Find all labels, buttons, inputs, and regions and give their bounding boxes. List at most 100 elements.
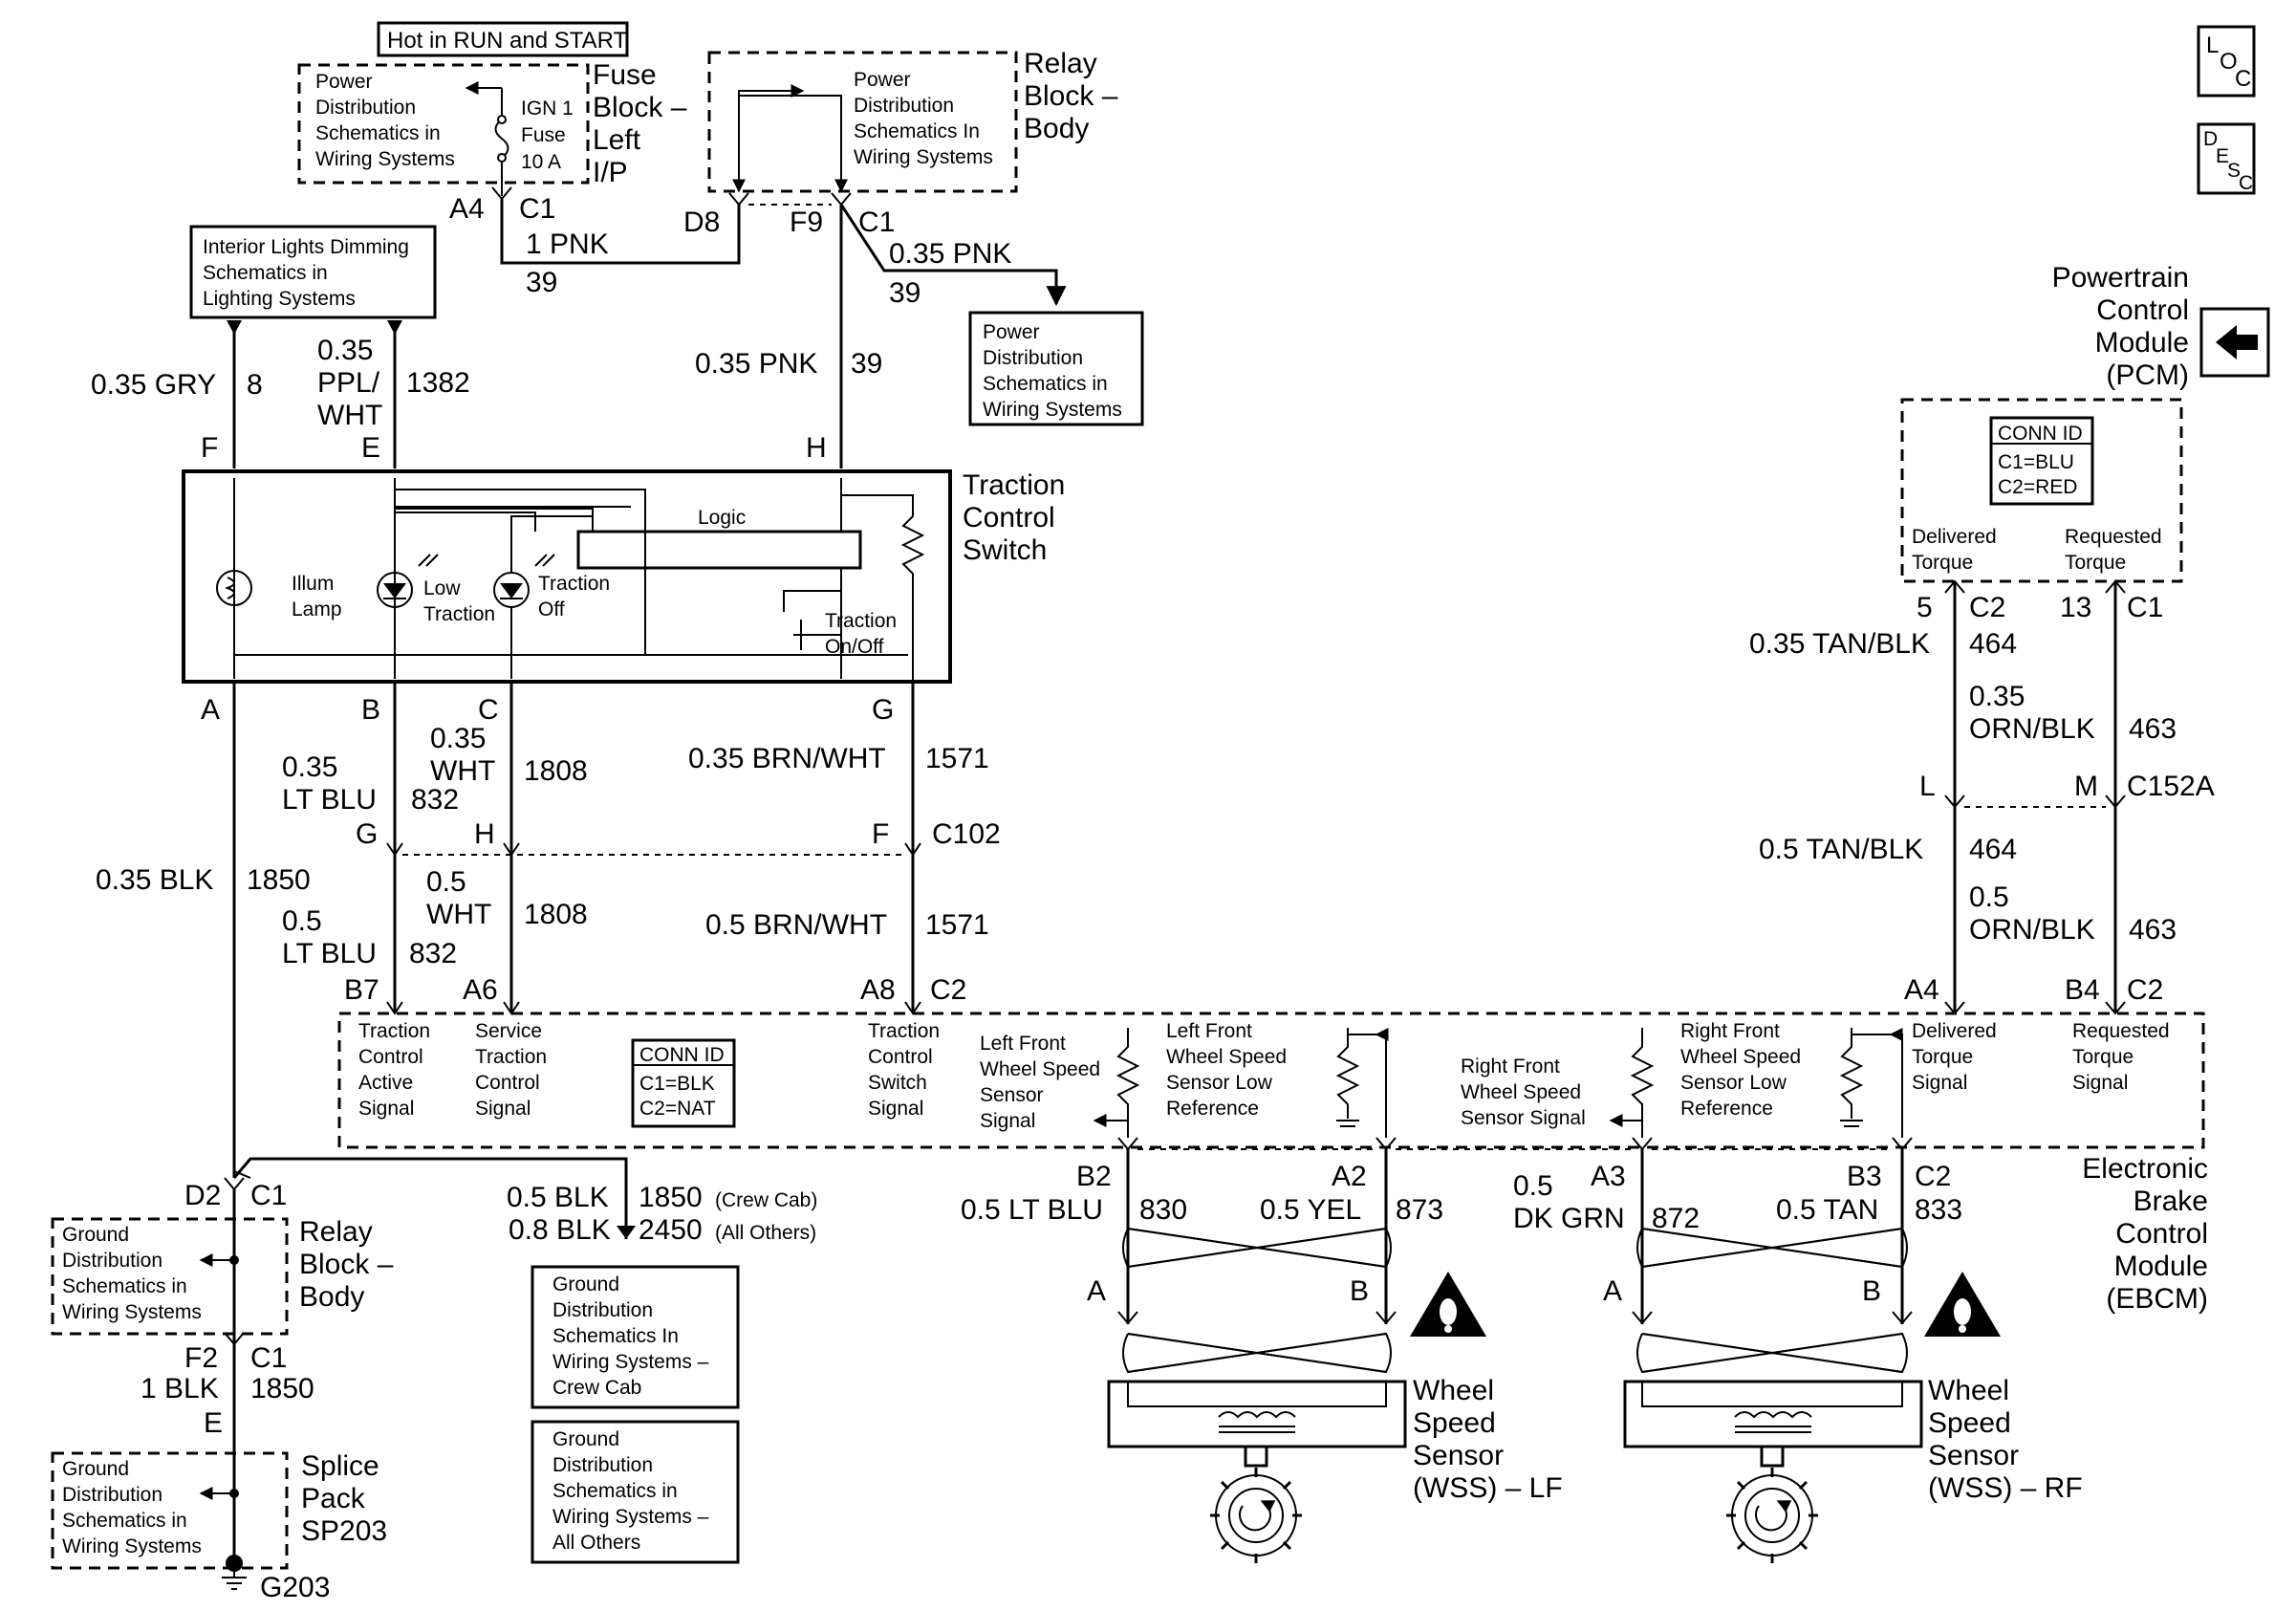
twisted-pair-rf xyxy=(1636,1227,1908,1374)
wss-rf-pin-b: B xyxy=(1862,1275,1881,1307)
pin-b4-ebcm: B4 xyxy=(2065,974,2100,1006)
pin-a4-fuse: A4 xyxy=(449,193,485,225)
svg-text:Torque: Torque xyxy=(2065,552,2126,574)
svg-text:Wiring Systems: Wiring Systems xyxy=(983,399,1122,421)
pcm-wire-ornblk2: 0.5 ORN/BLK xyxy=(1969,882,2095,946)
svg-text:O: O xyxy=(2220,49,2238,75)
wire-blk-label: 0.35 BLK xyxy=(96,864,213,896)
svg-text:Traction: Traction xyxy=(868,1020,940,1042)
svg-text:Electronic: Electronic xyxy=(2082,1153,2208,1185)
svg-text:Traction: Traction xyxy=(475,1046,547,1068)
svg-text:Hot in RUN and START: Hot in RUN and START xyxy=(387,28,628,54)
wire-ltblu2-label: 0.5 LT BLU xyxy=(282,905,377,969)
svg-text:Traction: Traction xyxy=(423,603,495,625)
wire-blk-num: 1850 xyxy=(247,864,311,896)
svg-text:Body: Body xyxy=(1024,113,1089,144)
wire-tan-num: 833 xyxy=(1915,1194,1962,1226)
wire-wht-label: 0.35 WHT xyxy=(430,723,495,787)
svg-text:(EBCM): (EBCM) xyxy=(2106,1283,2208,1315)
svg-text:Left: Left xyxy=(593,124,641,156)
svg-text:Lamp: Lamp xyxy=(292,599,342,620)
svg-text:Wiring Systems: Wiring Systems xyxy=(315,148,455,170)
svg-text:IGN 1: IGN 1 xyxy=(521,98,574,120)
pin-l: L xyxy=(1919,771,1936,802)
svg-text:Interior Lights Dimming: Interior Lights Dimming xyxy=(203,236,409,258)
desc-icon[interactable]: D E S C xyxy=(2197,122,2256,195)
warning-lf-icon xyxy=(1410,1272,1486,1337)
relay-feed-arrow xyxy=(738,84,805,98)
ebcm-lf-low-ref: Left Front Wheel Speed Sensor Low Refere… xyxy=(1166,1020,1287,1120)
wire-blk-crew: 0.5 BLK xyxy=(507,1182,609,1213)
ground-dist-all-others-box: Ground Distribution Schematics in Wiring… xyxy=(531,1420,740,1564)
pin-g-bottom: G xyxy=(872,694,894,726)
svg-text:Traction: Traction xyxy=(358,1020,430,1042)
wire-1pnk-39 xyxy=(500,199,741,265)
wire-brnwht-num: 1571 xyxy=(925,743,989,774)
wire-035pnk-39-to-power-dist xyxy=(839,204,1067,307)
wss-rf-title: Wheel Speed Sensor (WSS) – RF xyxy=(1928,1375,2083,1504)
svg-text:Left Front: Left Front xyxy=(1166,1020,1252,1042)
ebcm-requested-torque-signal: Requested Torque Signal xyxy=(2072,1020,2170,1094)
ebcm-rf-low-ref: Right Front Wheel Speed Sensor Low Refer… xyxy=(1680,1020,1801,1120)
svg-text:Ground: Ground xyxy=(62,1224,129,1246)
svg-text:Speed: Speed xyxy=(1928,1407,2011,1439)
wire-wht2-num: 1808 xyxy=(524,899,588,930)
conn-c2-ebcm-right: C2 xyxy=(2127,974,2163,1006)
power-dist-relay-text: Power Distribution Schematics In Wiring … xyxy=(854,69,993,168)
rf-signal-resistor xyxy=(1630,1028,1655,1138)
svg-text:0.5: 0.5 xyxy=(282,905,322,937)
pcm-title: Powertrain Control Module (PCM) xyxy=(2052,262,2189,391)
wss-lf-pin-b: B xyxy=(1350,1275,1369,1307)
relay-block-body-outline xyxy=(707,51,1018,193)
svg-text:WHT: WHT xyxy=(430,755,495,787)
svg-text:C2=RED: C2=RED xyxy=(1998,476,2077,498)
svg-text:(WSS) – RF: (WSS) – RF xyxy=(1928,1472,2083,1504)
conn-c1-f2: C1 xyxy=(250,1342,287,1374)
svg-text:Switch: Switch xyxy=(868,1072,927,1094)
svg-text:Ground: Ground xyxy=(552,1428,619,1450)
svg-text:Pack: Pack xyxy=(301,1483,366,1514)
svg-text:C1=BLU: C1=BLU xyxy=(1998,451,2074,473)
svg-text:Wheel Speed: Wheel Speed xyxy=(1166,1046,1287,1068)
svg-text:Logic: Logic xyxy=(698,507,746,529)
wire-brnwht2-num: 1571 xyxy=(925,909,989,941)
wire-gry-num: 8 xyxy=(247,369,263,401)
wss-rf-sensor xyxy=(1623,1380,1923,1563)
svg-text:Signal: Signal xyxy=(475,1098,531,1120)
pin-d2: D2 xyxy=(184,1180,221,1211)
pcm-requested-torque: Requested Torque xyxy=(2065,526,2162,574)
num-crew-note: (Crew Cab) xyxy=(715,1189,817,1211)
splice-pack-outline xyxy=(51,1451,289,1570)
svg-text:Wiring Systems: Wiring Systems xyxy=(854,146,993,168)
twisted-pair-lf xyxy=(1122,1227,1392,1374)
svg-text:Right Front: Right Front xyxy=(1461,1056,1560,1078)
svg-text:SP203: SP203 xyxy=(301,1515,387,1547)
conn-c2-wss: C2 xyxy=(1915,1161,1951,1192)
svg-text:Ground: Ground xyxy=(62,1458,129,1480)
wire-1pnk-label: 1 PNK xyxy=(526,229,609,260)
svg-text:0.5: 0.5 xyxy=(1969,882,2009,913)
wire-035pnk-right-num: 39 xyxy=(889,277,921,309)
svg-text:Active: Active xyxy=(358,1072,413,1094)
wire-ltblu-830-label: 0.5 LT BLU xyxy=(961,1194,1103,1226)
pcm-wire-ornblk: 0.35 ORN/BLK xyxy=(1969,681,2095,745)
wire-wht-num: 1808 xyxy=(524,755,588,787)
svg-text:L: L xyxy=(2206,33,2219,58)
pcm-nav-arrow-icon[interactable] xyxy=(2199,307,2270,378)
led-rays-icon-2 xyxy=(534,554,555,567)
svg-text:Traction: Traction xyxy=(538,573,610,595)
pcm-wire-tanblk-num: 464 xyxy=(1969,628,2017,660)
wire-blk-to-ground xyxy=(232,1157,628,1239)
pin-f-top: F xyxy=(201,432,218,464)
loc-icon[interactable]: L O C xyxy=(2197,25,2256,98)
relay-block-body-lower-outline xyxy=(51,1217,289,1336)
pin-f2: F2 xyxy=(184,1342,218,1374)
svg-text:Distribution: Distribution xyxy=(552,1299,653,1321)
pin-a8: A8 xyxy=(860,974,896,1006)
svg-text:ORN/BLK: ORN/BLK xyxy=(1969,914,2095,946)
wire-ltblu-num: 832 xyxy=(411,784,459,816)
conn-c2-ebcm: C2 xyxy=(930,974,966,1006)
wire-ltblu-830-num: 830 xyxy=(1139,1194,1187,1226)
traction-onoff-label: Traction On/Off xyxy=(825,610,897,658)
svg-text:S: S xyxy=(2227,160,2241,182)
